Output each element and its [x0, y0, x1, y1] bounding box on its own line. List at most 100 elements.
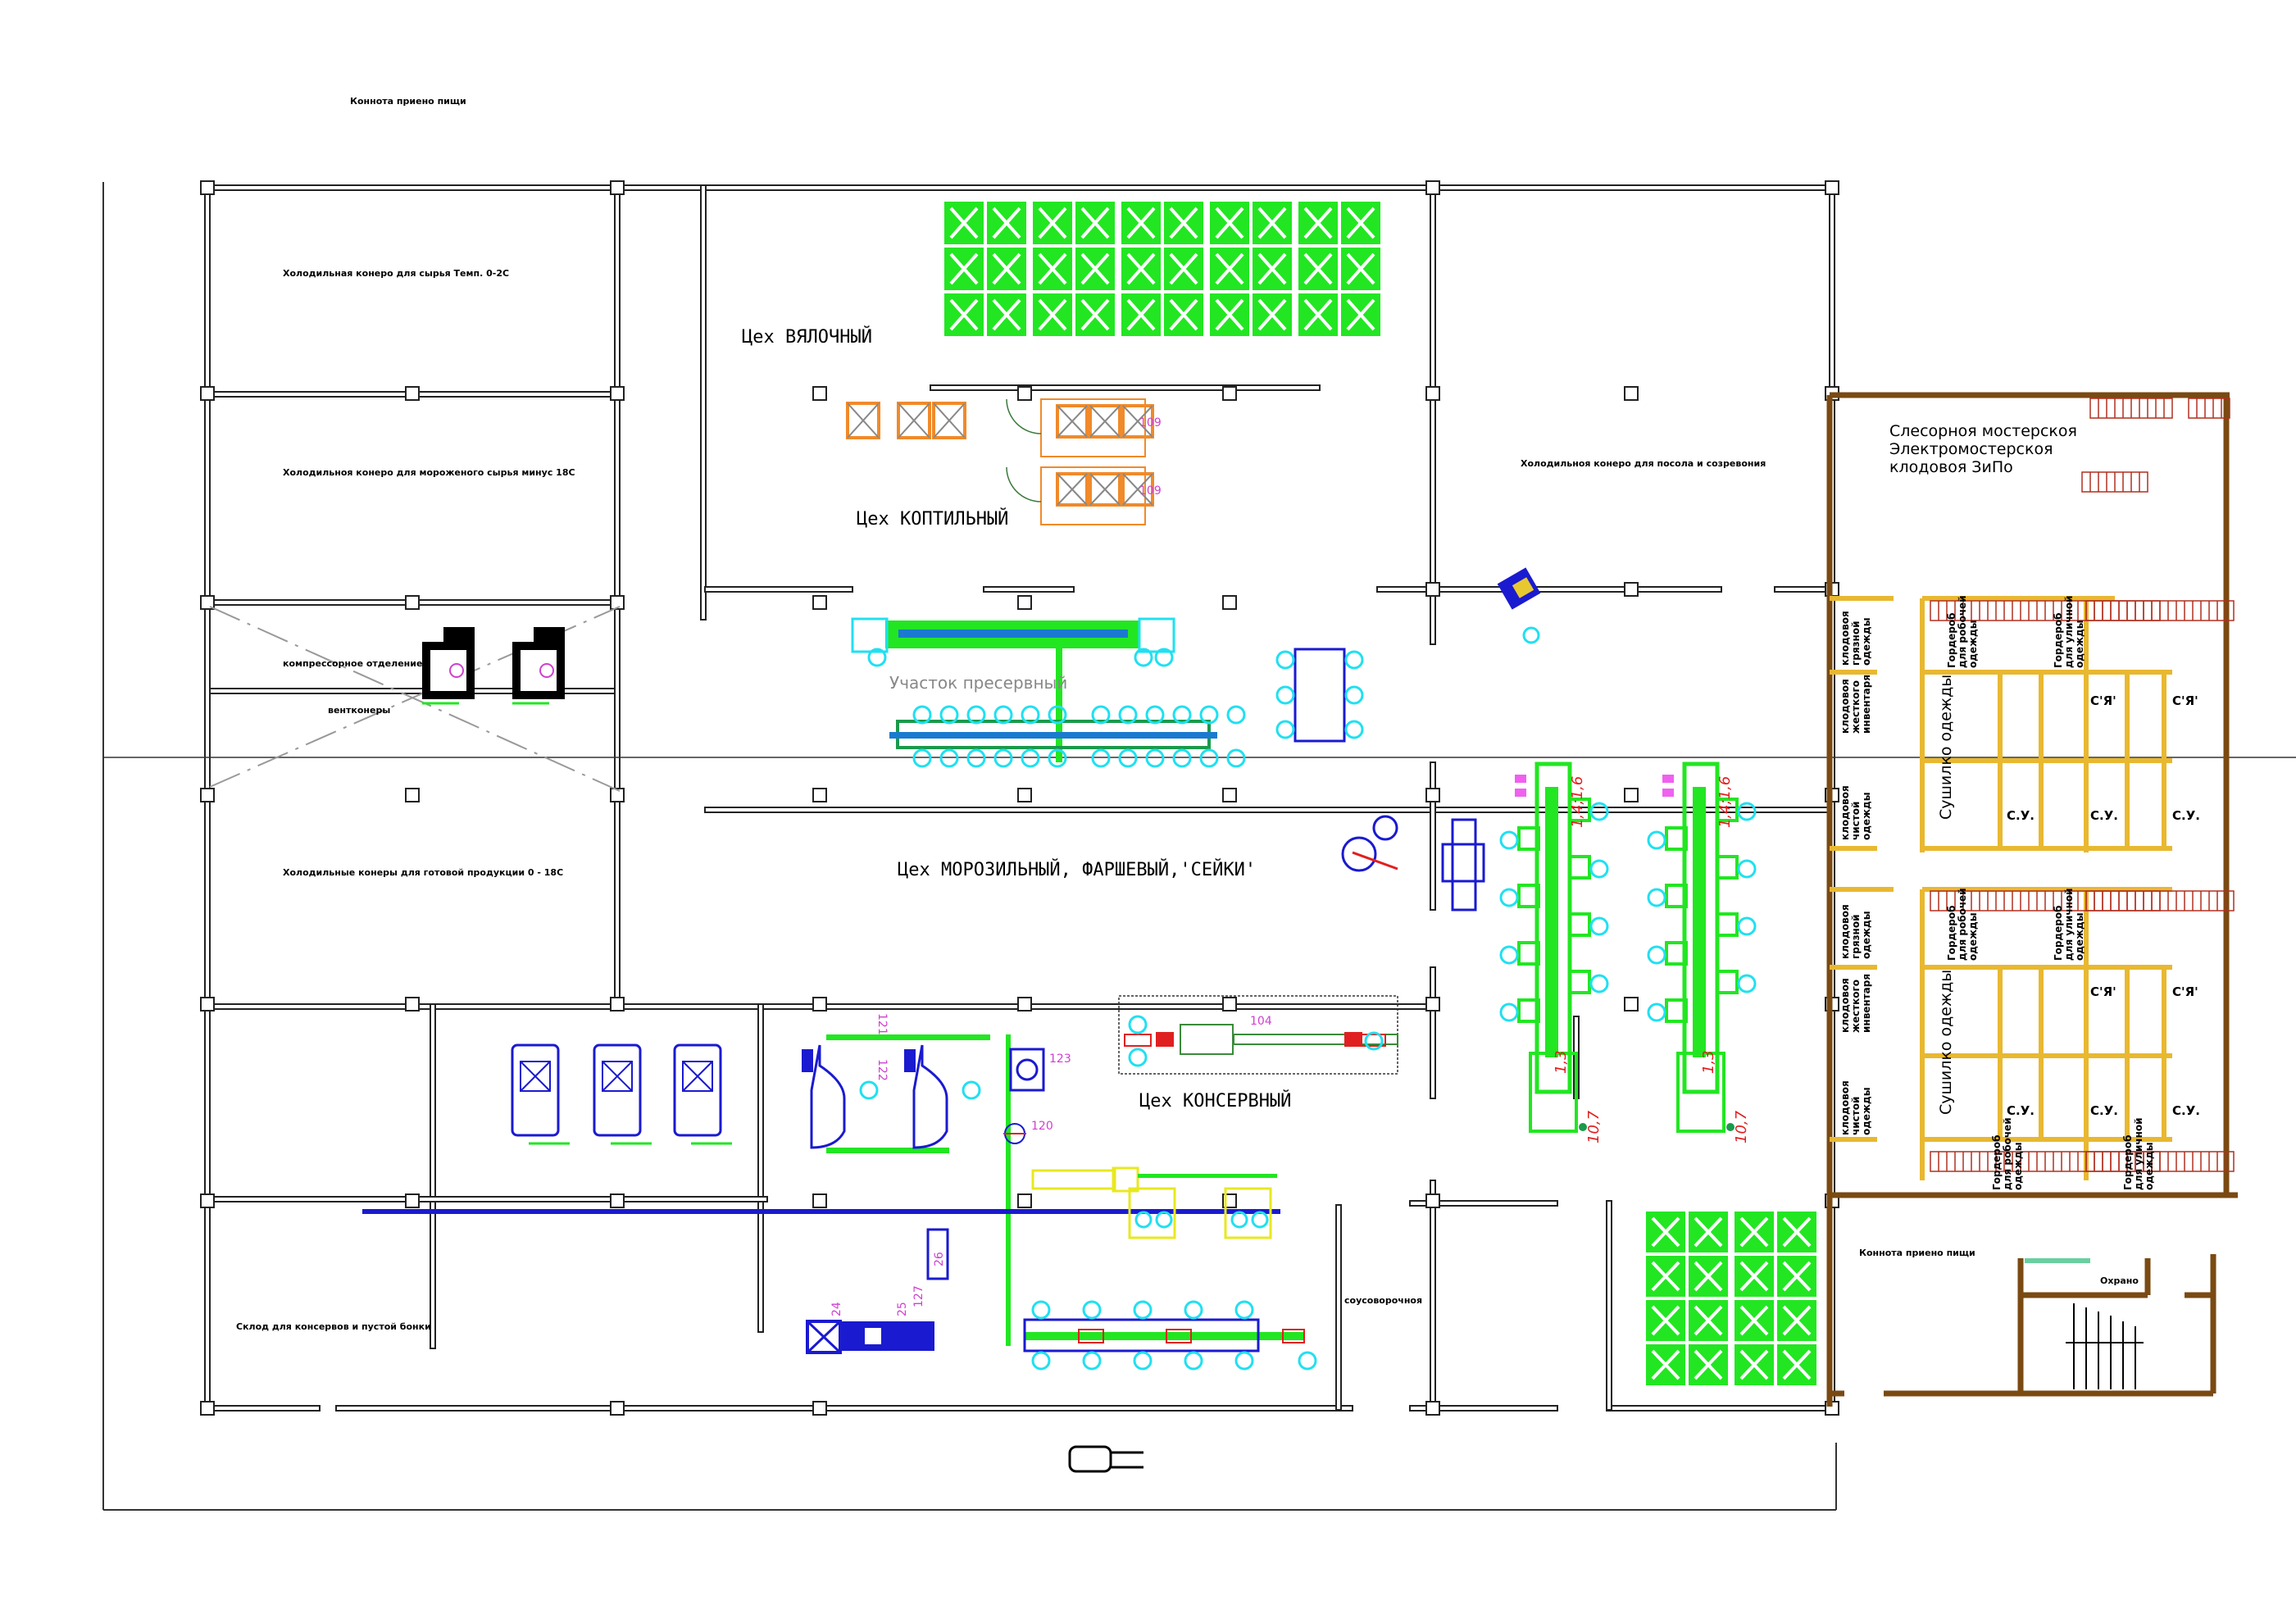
svg-text:Гордероб: Гордероб — [2122, 1134, 2134, 1190]
smoker-cell — [1056, 404, 1089, 439]
svg-text:клодовоя: клодовоя — [1839, 978, 1851, 1033]
svg-text:С.У.: С.У. — [2007, 1103, 2035, 1118]
svg-text:Гордероб: Гордероб — [2053, 905, 2064, 961]
worker-icon — [1589, 802, 1609, 821]
worker-icon — [993, 748, 1013, 768]
svg-text:С.У.: С.У. — [2172, 808, 2200, 823]
column — [1425, 1401, 1440, 1416]
smoker-tag-1: 109 — [1139, 416, 1162, 430]
worker-icon — [1589, 974, 1609, 993]
worker-icon — [1133, 1351, 1153, 1371]
compressor-unit — [512, 627, 565, 705]
tag-25: 25 — [896, 1302, 909, 1316]
conveyor-outfeed — [1529, 1052, 1578, 1133]
tag-26: 26 — [933, 1252, 946, 1266]
conveyor-station — [1517, 884, 1540, 908]
conveyor-station — [1568, 798, 1591, 822]
marker — [1662, 789, 1674, 797]
tag-122: 122 — [875, 1059, 889, 1081]
marker — [1515, 789, 1526, 797]
compressor-unit — [422, 627, 475, 705]
sauce-room-label: соусоворочноя — [1344, 1295, 1422, 1306]
column — [1222, 997, 1237, 1012]
worker-icon — [1145, 748, 1165, 768]
svg-text:жесткого: жесткого — [1850, 980, 1862, 1033]
basket — [593, 1043, 642, 1137]
worker-icon — [1134, 648, 1153, 667]
cold-finished-label: Холодильные конеры для готовой продукции… — [283, 867, 563, 878]
smoker-cell — [1056, 472, 1089, 507]
conveyor-station — [1716, 970, 1739, 994]
column — [1017, 386, 1032, 401]
top-note-label: Коннота приено пищи — [350, 96, 466, 107]
conveyor-station — [1665, 941, 1688, 966]
worker-icon — [1226, 748, 1246, 768]
column — [812, 1193, 827, 1208]
column — [405, 1193, 420, 1208]
column — [1017, 997, 1032, 1012]
workshop-label-1: Слесорноя мостерскоя — [1889, 422, 2077, 440]
packing-stations — [1275, 648, 1364, 743]
warehouse-label: Склод для консервов и пустой бонки — [236, 1321, 431, 1332]
column — [610, 1401, 625, 1416]
column — [200, 997, 215, 1012]
storage-racks — [1646, 1212, 1816, 1385]
conveyor-station — [1568, 970, 1591, 994]
svg-text:одежды: одежды — [1967, 912, 1979, 961]
column — [1425, 1193, 1440, 1208]
elev-bot-1: 10,7 — [1585, 1110, 1603, 1143]
svg-text:клодовоя: клодовоя — [1839, 785, 1851, 840]
worker-icon — [1499, 830, 1519, 850]
column — [1624, 582, 1639, 597]
marker — [1515, 775, 1526, 783]
worker-icon — [1133, 1300, 1153, 1320]
preserve-line — [851, 617, 1217, 762]
column — [812, 386, 827, 401]
column — [812, 595, 827, 610]
worker-icon — [1737, 974, 1757, 993]
svg-text:одежды: одежды — [2074, 912, 2085, 961]
column — [1624, 386, 1639, 401]
worker-icon — [1647, 945, 1666, 965]
column — [200, 1193, 215, 1208]
preparation-tables — [1031, 1166, 1277, 1239]
svg-text:С.У.: С.У. — [2172, 1103, 2200, 1118]
svg-text:клодовоя: клодовоя — [1839, 679, 1851, 734]
smoker-cell — [1121, 472, 1154, 507]
worker-icon — [1172, 748, 1192, 768]
column — [1222, 595, 1237, 610]
smoker-cell — [1089, 404, 1121, 439]
worker-icon — [1737, 916, 1757, 936]
worker-icon — [1145, 705, 1165, 725]
svg-text:для уличной: для уличной — [2063, 595, 2075, 668]
column — [200, 1401, 215, 1416]
freezer-unit — [1341, 815, 1485, 912]
worker-icon — [1021, 705, 1040, 725]
svg-text:для робочей: для робочей — [2002, 1117, 2013, 1190]
column — [610, 595, 625, 610]
svg-text:клодовоя: клодовоя — [1839, 1080, 1851, 1135]
column — [405, 595, 420, 610]
worker-icon — [1737, 859, 1757, 879]
column — [405, 997, 420, 1012]
elev-top-2: 1,4;1,6 — [1716, 776, 1734, 828]
workshop-label-2: Электромостерскоя — [1889, 440, 2053, 458]
worker-icon — [1091, 748, 1111, 768]
autoclaves — [802, 1034, 1045, 1354]
conveyor-belt — [1545, 787, 1558, 1057]
worker-icon — [1031, 1300, 1051, 1320]
lockers — [1930, 398, 2235, 1172]
elev-top-1: 1,4;1,6 — [1569, 776, 1586, 828]
svg-text:одежды: одежды — [1861, 1087, 1872, 1135]
svg-text:клодовоя: клодовоя — [1839, 611, 1851, 666]
conveyor-station — [1517, 998, 1540, 1023]
worker-icon — [1647, 888, 1666, 907]
column — [1017, 1193, 1032, 1208]
worker-icon — [1499, 888, 1519, 907]
svg-text:одежды: одежды — [1861, 617, 1872, 666]
column — [1425, 582, 1440, 597]
worker-icon — [1118, 748, 1138, 768]
worker-icon — [867, 648, 887, 667]
svg-text:Сушилко одежды: Сушилко одежды — [1937, 675, 1955, 820]
